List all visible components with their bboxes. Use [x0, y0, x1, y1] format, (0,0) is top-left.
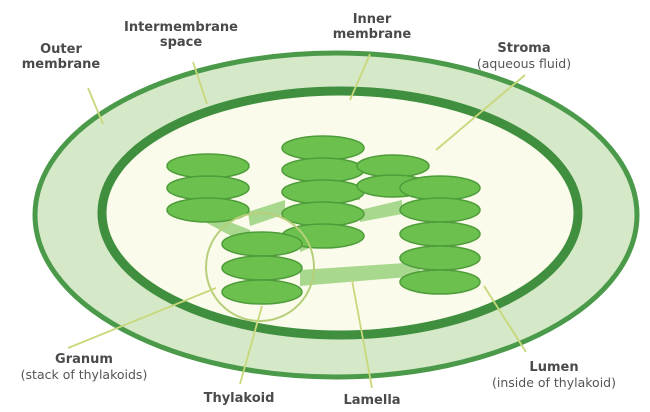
granum-top: [282, 136, 364, 248]
label-intermembrane-space: Intermembrane space: [106, 20, 256, 50]
label-granum: Granum (stack of thylakoids): [4, 352, 164, 382]
granum-title: Granum: [4, 352, 164, 367]
granum-left: [167, 154, 249, 222]
stroma-title: Stroma: [454, 41, 594, 56]
label-outer-membrane: Outer membrane: [14, 42, 108, 72]
granum-note: (stack of thylakoids): [4, 367, 164, 382]
label-inner-membrane: Inner membrane: [322, 12, 422, 42]
inner-membrane-line2: membrane: [322, 27, 422, 42]
thylakoid-disc: [400, 222, 480, 246]
thylakoid-title: Thylakoid: [184, 391, 294, 406]
thylakoid-disc: [400, 246, 480, 270]
label-lamella: Lamella: [322, 393, 422, 408]
stroma-note: (aqueous fluid): [454, 56, 594, 71]
thylakoid-disc: [167, 154, 249, 178]
inner-membrane-line1: Inner: [322, 12, 422, 27]
thylakoid-disc: [282, 180, 364, 204]
lumen-title: Lumen: [468, 360, 640, 375]
thylakoid-disc: [222, 256, 302, 280]
thylakoid-disc: [282, 136, 364, 160]
label-lumen: Lumen (inside of thylakoid): [468, 360, 640, 390]
label-stroma: Stroma (aqueous fluid): [454, 41, 594, 71]
thylakoid-disc: [400, 270, 480, 294]
lamella-title: Lamella: [322, 393, 422, 408]
outer-membrane-line2: membrane: [14, 57, 108, 72]
thylakoid-disc: [167, 176, 249, 200]
thylakoid-disc: [222, 232, 302, 256]
thylakoid-disc: [400, 198, 480, 222]
thylakoid-disc: [357, 155, 429, 177]
granum-right: [400, 176, 480, 294]
thylakoid-disc: [400, 176, 480, 200]
intermembrane-line2: space: [106, 35, 256, 50]
thylakoid-disc: [282, 158, 364, 182]
intermembrane-line1: Intermembrane: [106, 20, 256, 35]
thylakoid-disc: [282, 202, 364, 226]
granum-circled: [222, 232, 302, 304]
outer-membrane-line1: Outer: [14, 42, 108, 57]
lumen-note: (inside of thylakoid): [468, 375, 640, 390]
thylakoid-disc: [222, 280, 302, 304]
label-thylakoid: Thylakoid: [184, 391, 294, 406]
